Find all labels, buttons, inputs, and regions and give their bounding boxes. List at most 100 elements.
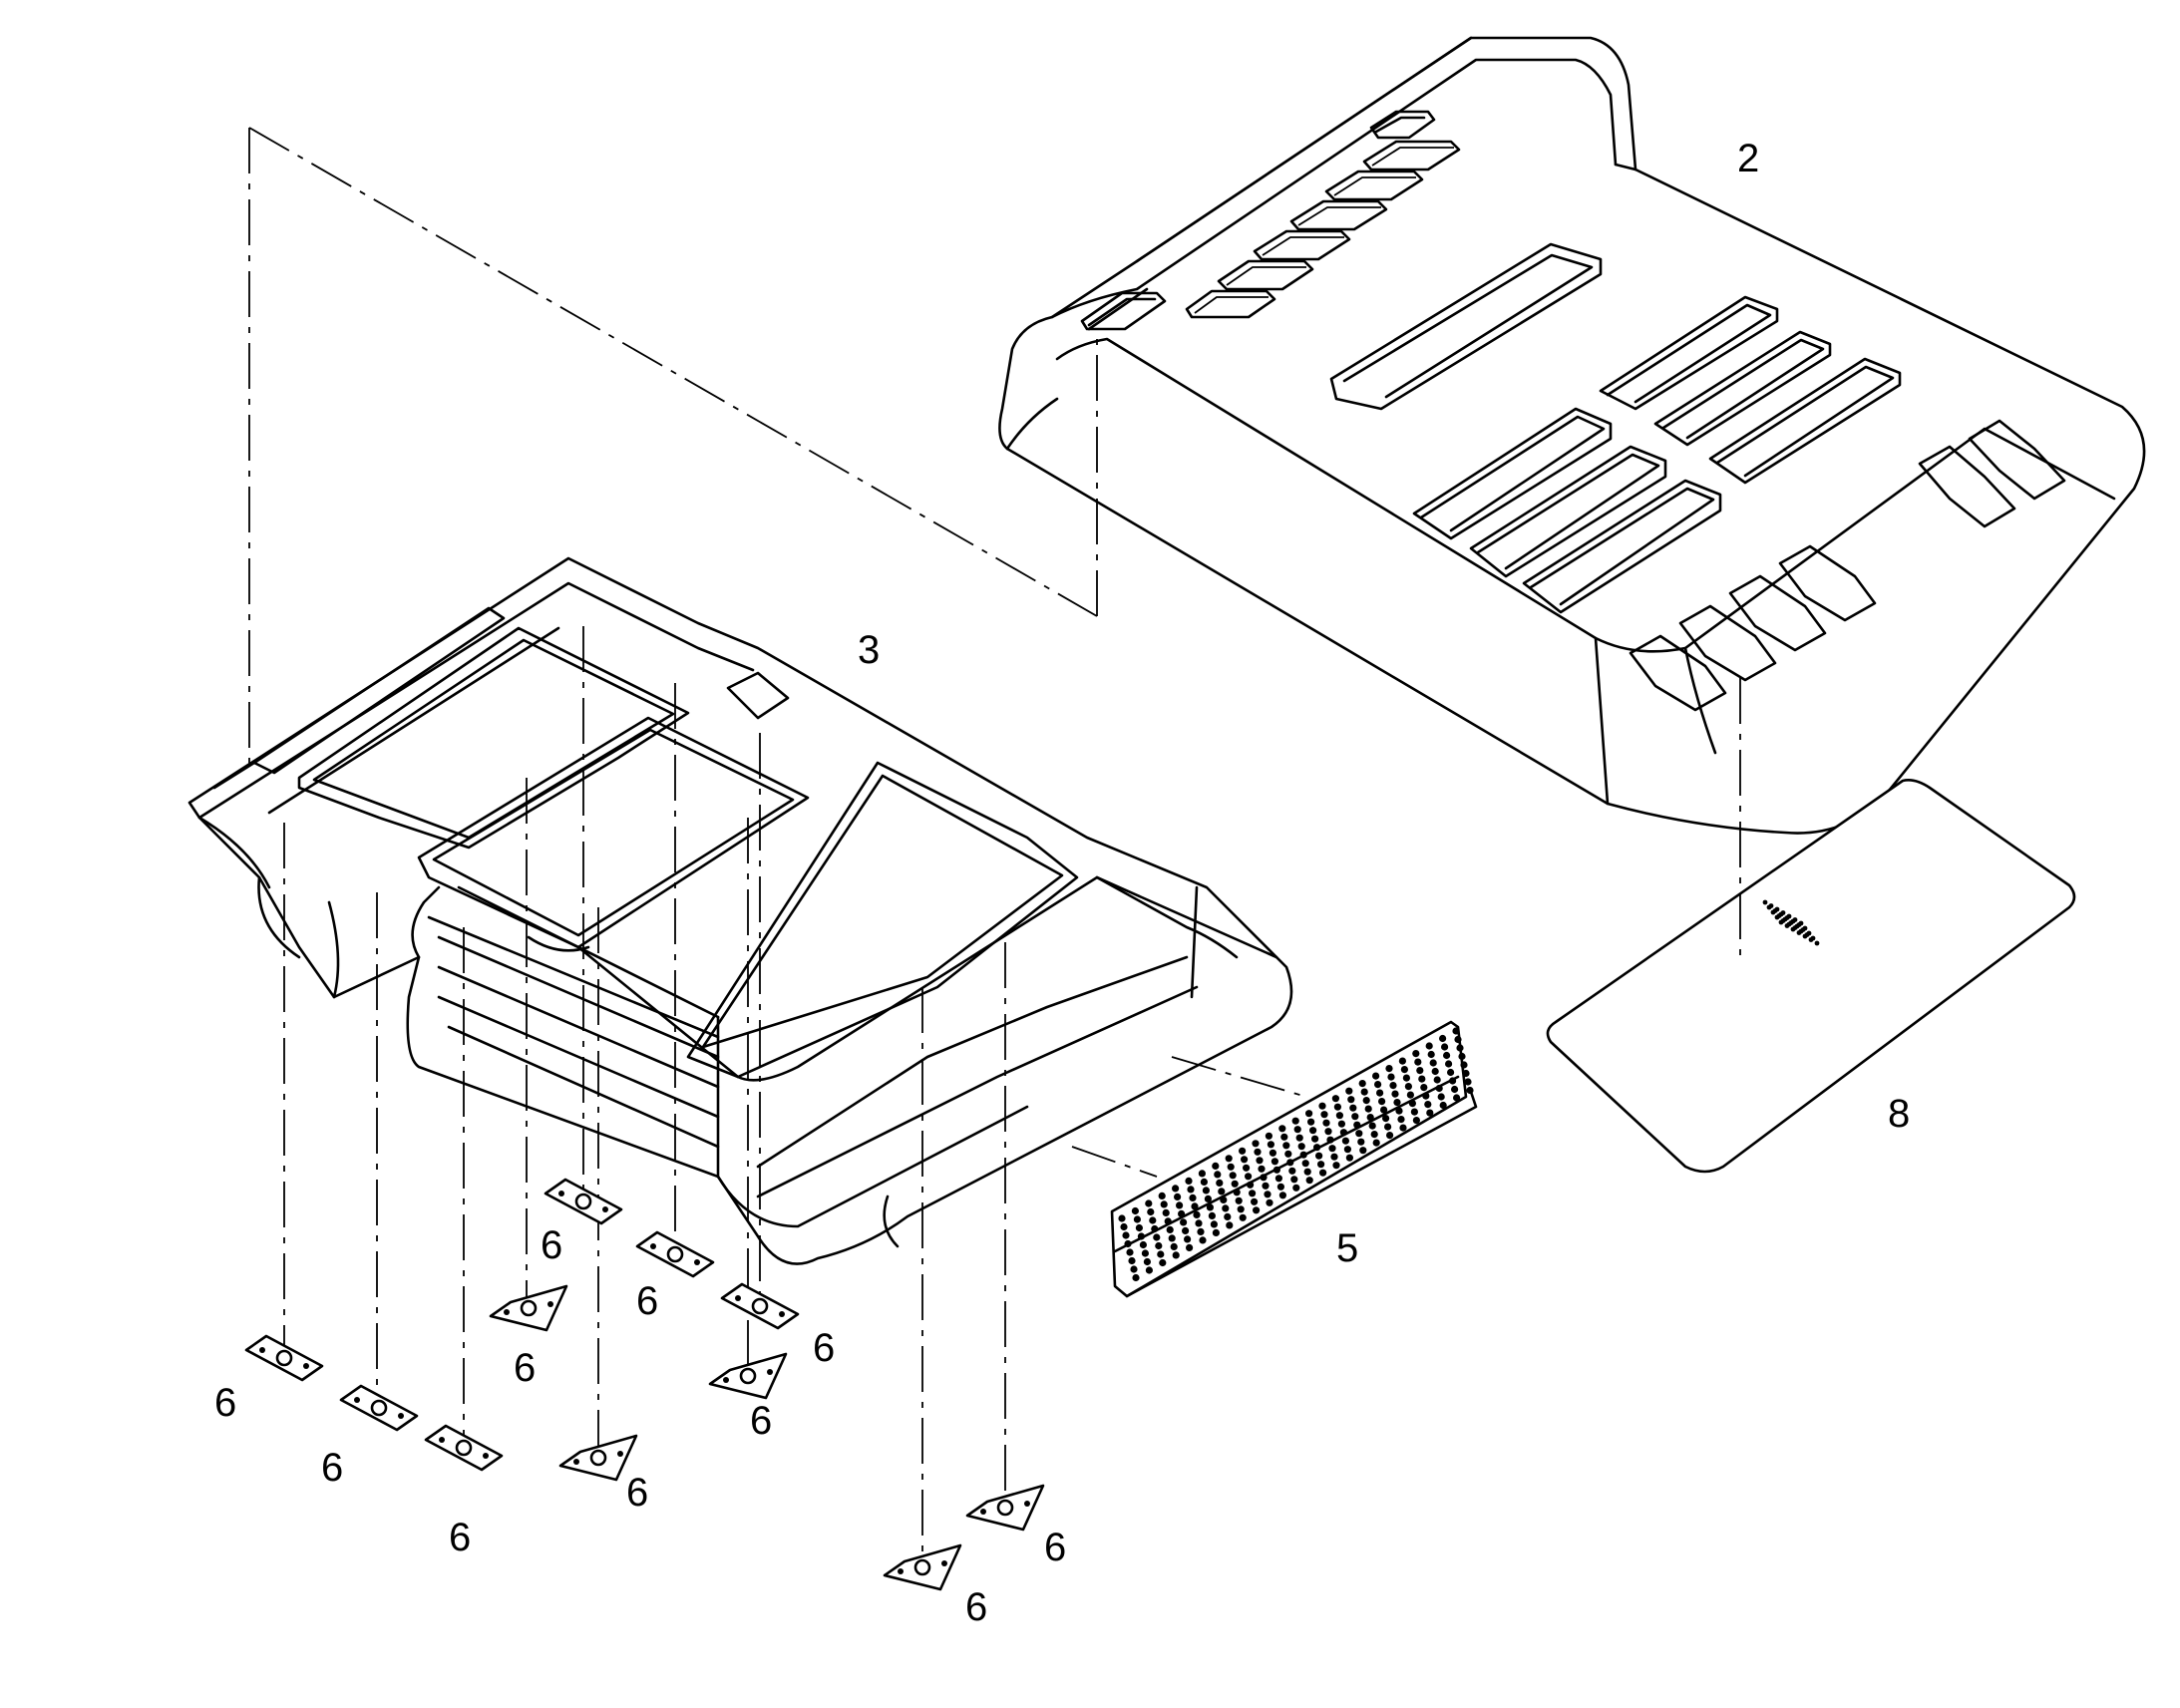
pad-mark [1814,940,1820,946]
perforation-hole [1293,1126,1301,1134]
small-pad [635,1230,715,1278]
perforation-hole [1241,1156,1249,1164]
perforation-hole [1337,1120,1345,1128]
perforation-hole [1341,1137,1349,1145]
perforation-hole [1195,1219,1203,1227]
perforation-hole [1262,1182,1270,1190]
perforation-hole [1147,1207,1155,1216]
perforation-hole [1318,1102,1326,1110]
perforation-hole [1267,1141,1274,1149]
perforation-hole [1345,1154,1353,1162]
perforation-hole [1431,1067,1439,1076]
perforation-hole [1145,1199,1153,1207]
pad-mark [1778,919,1784,925]
perforation-hole [1153,1233,1161,1241]
perforation-hole [1216,1179,1224,1187]
perforation-hole [1222,1204,1230,1212]
leader-lines [248,127,1741,1565]
perforation-hole [1159,1258,1167,1267]
perforation-hole [1280,1133,1288,1141]
perforation-hole [1225,1155,1233,1163]
perforation-hole [1452,1027,1460,1035]
perforation-hole [1233,1189,1241,1196]
callout-part-6: 6 [514,1346,536,1390]
pad-mark [1796,930,1802,935]
small-pad [489,1284,568,1332]
perforation-hole [1426,1109,1434,1117]
perforation-hole [1326,1136,1334,1144]
small-pad [883,1543,962,1591]
small-pad [544,1178,623,1225]
perforation-hole [1184,1235,1192,1243]
perforation-hole [1313,1144,1321,1152]
perforation-hole [1393,1099,1401,1107]
perforation-hole [1252,1140,1260,1148]
perforation-hole [1229,1172,1237,1180]
perforation-hole [1132,1273,1140,1282]
perforation-hole [1355,1130,1363,1138]
perforation-hole [1458,1052,1466,1061]
perforation-hole [1422,1092,1430,1100]
perforation-hole [1418,1075,1426,1083]
small-pad [424,1424,504,1472]
perforation-hole [1135,1223,1143,1232]
perforation-hole [1141,1249,1149,1257]
perforation-hole [1170,1242,1178,1250]
perforation-hole [1204,1195,1212,1202]
perforation-hole [1178,1209,1186,1217]
perforation-hole [1439,1101,1447,1110]
perforation-hole [1399,1124,1407,1132]
perforation-hole [1466,1086,1474,1095]
perforation-hole [1220,1196,1228,1203]
perforation-hole [1362,1097,1370,1105]
callout-part-6: 6 [636,1279,658,1323]
perforation-hole [1265,1132,1272,1140]
perforation-hole [1133,1215,1141,1223]
perforation-hole [1400,1066,1408,1074]
perforation-hole [1376,1089,1384,1097]
perforation-hole [1231,1180,1239,1188]
perforation-hole [1237,1205,1245,1213]
perforation-hole [1264,1191,1272,1198]
callout-part-6: 6 [750,1399,772,1443]
perforation-hole [1332,1162,1340,1170]
perforation-hole [1372,1072,1380,1080]
perforation-hole [1301,1160,1309,1168]
perforation-hole [1456,1044,1464,1052]
perforation-hole [1412,1050,1420,1058]
perforation-hole [1160,1200,1168,1208]
perforation-hole [1387,1073,1395,1081]
perforation-hole [1212,1228,1220,1236]
perforation-hole [1345,1087,1353,1095]
perforation-hole [1186,1243,1194,1251]
small-pad [558,1434,638,1482]
perforation-hole [1441,1043,1449,1051]
perforation-hole [1359,1147,1367,1155]
perforation-hole [1158,1192,1166,1199]
perforation-hole [1374,1081,1382,1089]
perforation-hole [1372,1139,1380,1147]
perforation-hole [1368,1122,1376,1130]
perforation-hole [1408,1100,1416,1108]
callout-part-6: 6 [541,1223,562,1267]
perforation-hole [1299,1151,1307,1159]
perforation-hole [1174,1193,1182,1200]
perforation-hole [1282,1142,1290,1150]
perforation-hole [1343,1146,1351,1154]
perforation-hole [1429,1059,1437,1067]
perforation-hole [1137,1232,1145,1240]
perforation-hole [1253,1206,1261,1214]
perforation-hole [1320,1111,1328,1119]
perforation-hole [1122,1231,1130,1239]
perforation-hole [1453,1094,1461,1102]
callout-part-3: 3 [858,628,880,672]
perforation-hole [1339,1129,1347,1137]
perforation-hole [1126,1248,1134,1256]
perforation-hole [1260,1174,1268,1182]
perforation-hole [1386,1132,1394,1140]
perforation-hole [1278,1125,1286,1133]
perforation-hole [1305,1177,1313,1185]
perforation-hole [1130,1265,1138,1273]
perforation-hole [1151,1224,1159,1233]
